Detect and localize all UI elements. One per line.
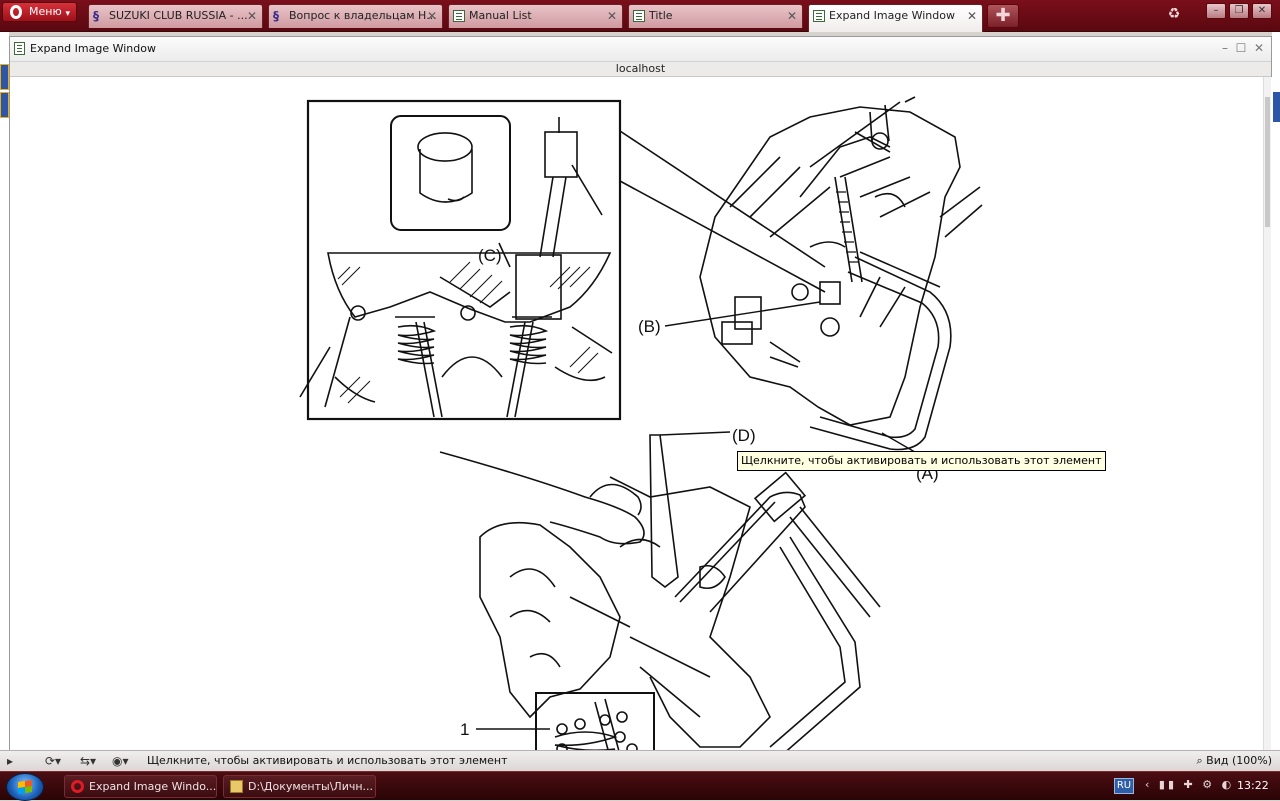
opera-icon — [71, 780, 84, 793]
language-indicator[interactable]: RU — [1114, 778, 1134, 794]
taskbar-item-label: D:\Документы\Личн... — [248, 780, 374, 793]
opera-logo-icon — [10, 5, 22, 19]
clock[interactable]: 13:22 — [1237, 779, 1269, 792]
tab-title[interactable]: Title ✕ — [628, 4, 803, 28]
popup-scrollbar[interactable] — [1263, 77, 1271, 750]
suzuki-icon: § — [273, 9, 279, 23]
taskbar-item-opera[interactable]: Expand Image Windo... — [64, 775, 217, 798]
restore-window-button[interactable]: ❐ — [1229, 3, 1249, 19]
activation-tooltip: Щелкните, чтобы активировать и использов… — [737, 451, 1106, 471]
new-tab-button[interactable]: ✚ — [987, 4, 1019, 28]
document-icon — [453, 10, 465, 22]
diagram-label-1: 1 — [460, 720, 469, 739]
background-page-right — [1272, 32, 1280, 750]
popup-minimize-button[interactable]: – — [1222, 41, 1228, 55]
document-icon — [633, 10, 645, 22]
panel-toggle-icon[interactable]: ▸ — [7, 754, 14, 768]
document-icon — [14, 42, 25, 55]
expand-image-popup: Expand Image Window – ☐ ✕ localhost — [9, 36, 1273, 750]
background-page-left — [0, 32, 9, 750]
tab-title: SUZUKI CLUB RUSSIA - ... — [109, 9, 248, 22]
close-tab-icon[interactable]: ✕ — [246, 9, 257, 23]
sync-icon[interactable]: ⟳▾ — [45, 754, 62, 768]
opera-menu-button[interactable]: Меню ▾ — [2, 2, 77, 22]
popup-address: localhost — [10, 61, 1271, 77]
tab-manual-list[interactable]: Manual List ✕ — [448, 4, 623, 28]
browser-tab-bar: Меню ▾ § SUZUKI CLUB RUSSIA - ... ✕ § Во… — [0, 0, 1280, 32]
popup-title: Expand Image Window — [30, 42, 156, 55]
diagram-label-d: (D) — [732, 426, 756, 445]
trash-icon[interactable]: ♻ — [1167, 6, 1181, 22]
chevron-down-icon: ▾ — [65, 9, 70, 19]
unite-icon[interactable]: ⇆▾ — [80, 754, 97, 768]
popup-titlebar[interactable]: Expand Image Window – ☐ ✕ — [10, 37, 1271, 61]
close-tab-icon[interactable]: ✕ — [966, 9, 977, 23]
close-tab-icon[interactable]: ✕ — [606, 9, 617, 23]
tab-title: Manual List — [469, 9, 532, 22]
tab-title: Title — [649, 9, 673, 22]
zoom-control[interactable]: ⌕ Вид (100%) — [1197, 754, 1273, 768]
menu-label: Меню — [29, 5, 62, 18]
browser-status-bar: ▸ ⟳▾ ⇆▾ ◉▾ Щелкните, чтобы активировать … — [0, 750, 1280, 771]
scrollbar-thumb[interactable] — [1265, 97, 1270, 227]
status-text: Щелкните, чтобы активировать и использов… — [147, 754, 508, 767]
suzuki-icon: § — [93, 9, 99, 23]
system-tray-icons[interactable]: ‹ ▮▮ ✚ ⚙ ◐ — [1145, 778, 1235, 791]
document-icon — [813, 10, 825, 22]
start-button[interactable] — [6, 773, 44, 801]
magnifier-icon: ⌕ — [1196, 754, 1203, 767]
turbo-icon[interactable]: ◉▾ — [112, 754, 129, 768]
tab-title: Вопрос к владельцам Н... — [289, 9, 437, 22]
popup-maximize-button[interactable]: ☐ — [1235, 41, 1247, 55]
popup-close-button[interactable]: ✕ — [1253, 41, 1265, 55]
tab-suzuki-club[interactable]: § SUZUKI CLUB RUSSIA - ... ✕ — [88, 4, 263, 28]
tab-question-owners[interactable]: § Вопрос к владельцам Н... ✕ — [268, 4, 443, 28]
close-tab-icon[interactable]: ✕ — [426, 9, 437, 23]
diagram-label-b: (B) — [638, 317, 661, 336]
zoom-label: Вид (100%) — [1206, 754, 1272, 767]
taskbar-item-label: Expand Image Windo... — [89, 780, 217, 793]
taskbar-item-folder[interactable]: D:\Документы\Личн... — [223, 775, 376, 798]
tab-expand-image-window[interactable]: Expand Image Window ✕ — [808, 4, 983, 32]
tab-title: Expand Image Window — [829, 9, 955, 22]
background-element — [0, 92, 9, 118]
valve-spring-diagram: (B) (C) (D) (A) 1 — [299, 96, 983, 750]
close-tab-icon[interactable]: ✕ — [786, 9, 797, 23]
windows-logo-icon — [18, 780, 32, 794]
folder-icon — [230, 780, 243, 793]
windows-taskbar: Expand Image Windo... D:\Документы\Личн.… — [0, 771, 1280, 801]
background-element — [1272, 92, 1280, 122]
background-element — [0, 64, 9, 90]
manual-image[interactable]: (B) (C) (D) (A) 1 Щелкните, чтобы активи… — [10, 77, 1273, 750]
close-window-button[interactable]: ✕ — [1252, 3, 1272, 19]
minimize-window-button[interactable]: – — [1206, 3, 1226, 19]
plus-icon: ✚ — [995, 5, 1011, 26]
diagram-label-c: (C) — [478, 246, 502, 265]
